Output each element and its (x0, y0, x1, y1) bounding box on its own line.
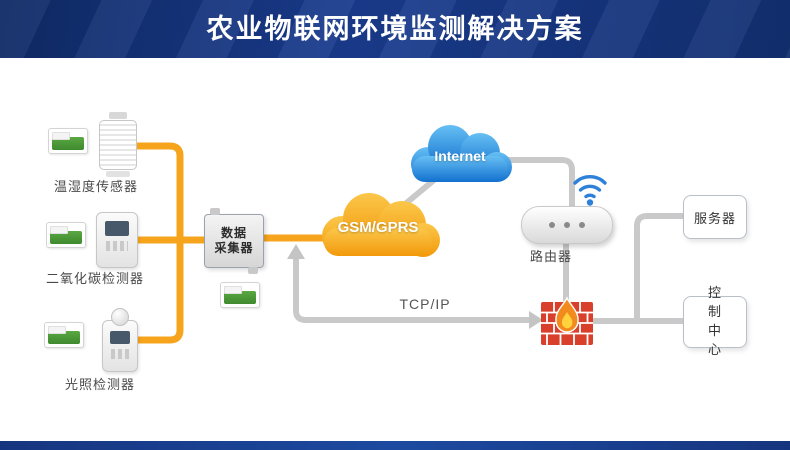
title-bar: 农业物联网环境监测解决方案 (0, 0, 790, 58)
light-sensor-dome (111, 308, 129, 326)
page-title: 农业物联网环境监测解决方案 (206, 14, 584, 44)
mount-tab (210, 208, 220, 215)
sensor-cap (109, 112, 127, 119)
footer-bar (0, 441, 790, 450)
control-center-label: 控制中心 (707, 285, 722, 357)
wireless-module-icon (46, 222, 86, 248)
wireless-module-icon (44, 322, 84, 348)
data-collector-label-line2: 采集器 (214, 241, 254, 255)
internet-cloud-label: Internet (434, 148, 486, 164)
detector-keys (111, 349, 129, 359)
firewall-icon (541, 296, 593, 345)
router-icon (521, 206, 613, 244)
arrow-up-icon (287, 244, 305, 259)
wifi-icon (573, 175, 607, 206)
router-led (549, 222, 555, 228)
data-collector-label-line1: 数据 (220, 226, 247, 240)
gsm-cloud-label: GSM/GPRS (337, 219, 419, 236)
mount-tab (248, 267, 258, 274)
data-collector-body: 数据 采集器 (204, 214, 264, 268)
co2-detector-icon (96, 212, 138, 268)
detector-screen (110, 331, 130, 344)
line-internet-router (502, 157, 575, 211)
gsm-cloud-icon (322, 193, 440, 257)
line-sensor1-collector (130, 142, 184, 241)
detector-body (102, 320, 138, 372)
arrow-right-icon (529, 311, 543, 329)
server-box: 服务器 (683, 195, 747, 239)
wireless-module-icon (220, 282, 260, 308)
line-sensor3-collector (130, 239, 184, 344)
co2-detector-label: 二氧化碳检测器 (45, 271, 144, 286)
sensor-louvers (99, 120, 137, 170)
router-led (579, 222, 585, 228)
sensor-base (106, 171, 130, 177)
wireless-module-icon (48, 128, 88, 154)
detector-body (96, 212, 138, 268)
line-tcpip (293, 255, 531, 323)
tcpip-label: TCP/IP (399, 296, 451, 312)
temp-humidity-sensor-label: 温湿度传感器 (53, 179, 138, 194)
router-led (564, 222, 570, 228)
data-collector-icon: 数据 采集器 (204, 208, 264, 274)
internet-cloud-icon (411, 125, 512, 182)
server-label: 服务器 (693, 210, 736, 226)
detector-keys (106, 241, 128, 251)
detector-screen (105, 221, 129, 236)
light-detector-icon (100, 308, 140, 372)
router-label: 路由器 (529, 249, 572, 264)
line-branch-server (634, 213, 686, 324)
control-center-box: 控制中心 (683, 285, 747, 357)
temp-humidity-sensor-icon (96, 112, 140, 177)
light-detector-label: 光照检测器 (64, 377, 135, 392)
